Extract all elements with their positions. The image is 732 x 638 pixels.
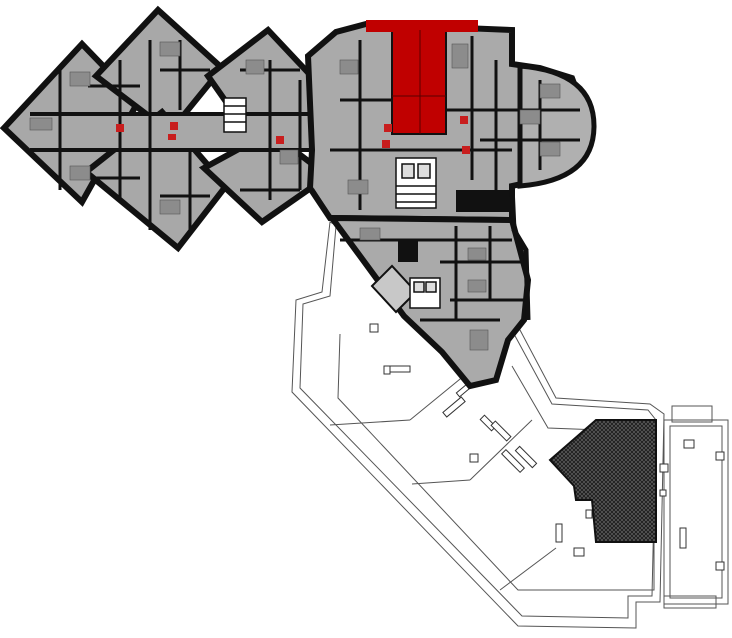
stair-black: [456, 190, 512, 212]
terrace-parapet: [337, 333, 655, 591]
exterior-walls: [309, 185, 531, 321]
core-south: [409, 277, 441, 309]
terrace-divider: [411, 479, 471, 485]
building-body: [0, 5, 597, 390]
spine-corridor: [30, 112, 330, 152]
terrace-inner-outline: [299, 225, 657, 619]
roof-terrace: [291, 221, 665, 629]
core-east: [395, 157, 437, 209]
door-markers: [116, 116, 470, 154]
terrace-divider: [499, 547, 557, 591]
east-terrace-frame: [663, 405, 729, 609]
hatched-roof-structure: [548, 419, 657, 543]
terrace-outer-outline: [291, 221, 665, 629]
terrace-objects: [369, 323, 725, 571]
furniture: [29, 41, 561, 351]
highlighted-apartment-balcony: [366, 20, 478, 32]
terrace-divider: [329, 419, 411, 426]
core-west: [223, 97, 247, 133]
stair-black-2: [398, 240, 418, 262]
highlighted-apartment: [391, 29, 447, 135]
terrace-divider: [469, 419, 533, 481]
